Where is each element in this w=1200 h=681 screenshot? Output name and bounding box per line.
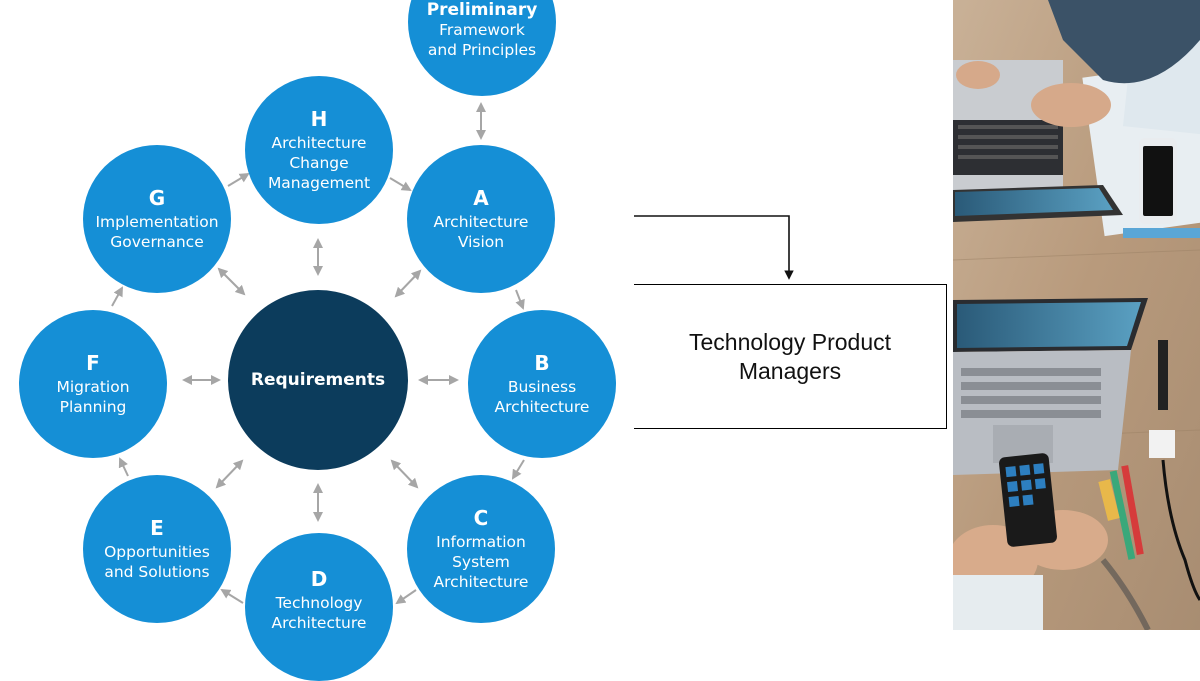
technology-product-managers-box: Technology Product Managers — [634, 284, 947, 429]
arrow-c-to-d — [395, 589, 417, 605]
phase-a: A Architecture Vision — [407, 145, 555, 293]
arrow-e-to-f — [118, 457, 129, 477]
phase-prelim-title: Preliminary — [426, 0, 538, 20]
phase-d-label: Technology Architecture — [271, 594, 367, 632]
phase-h-label: Architecture Change Management — [267, 134, 371, 192]
phase-e: E Opportunities and Solutions — [83, 475, 231, 623]
phase-b-label: Business Architecture — [494, 378, 590, 416]
arrow-req-e — [215, 459, 244, 489]
arrow-b-to-c — [511, 459, 525, 480]
phase-h-letter: H — [310, 107, 328, 131]
arrow-h-to-a — [389, 177, 412, 192]
arrow-req-a — [394, 269, 422, 298]
arrow-d-to-e — [220, 588, 244, 604]
requirements-hub: Requirements — [228, 290, 408, 470]
phase-a-label: Architecture Vision — [433, 213, 529, 251]
phase-a-letter: A — [473, 186, 489, 210]
phase-prelim-label: Framework and Principles — [427, 21, 537, 59]
phase-c-label: Information System Architecture — [433, 533, 529, 591]
requirements-label: Requirements — [250, 370, 386, 390]
phase-c-letter: C — [473, 506, 489, 530]
arrow-a-to-b — [515, 289, 525, 310]
phase-d: D Technology Architecture — [245, 533, 393, 681]
togaf-adm-diagram: Preliminary Framework and Principles H A… — [19, 0, 1200, 681]
phase-g-letter: G — [148, 186, 166, 210]
phase-f: F Migration Planning — [19, 310, 167, 458]
arrow-g-to-h — [227, 172, 250, 187]
phase-f-letter: F — [86, 351, 100, 375]
diagram-arrows — [111, 102, 794, 605]
arrow-req-g — [217, 267, 246, 296]
phase-c: C Information System Architecture — [407, 475, 555, 623]
phase-e-label: Opportunities and Solutions — [104, 543, 210, 581]
callout-connector — [634, 215, 794, 280]
arrow-f-to-g — [111, 286, 123, 307]
phase-h: H Architecture Change Management — [245, 76, 393, 224]
phase-b: B Business Architecture — [468, 310, 616, 458]
team-desk-photo — [953, 0, 1200, 630]
phase-f-label: Migration Planning — [56, 378, 130, 416]
phase-d-letter: D — [310, 567, 328, 591]
phase-e-letter: E — [150, 516, 164, 540]
phase-g-label: Implementation Governance — [95, 213, 219, 251]
arrow-req-c — [390, 459, 419, 489]
phase-g: G Implementation Governance — [83, 145, 231, 293]
phase-b-letter: B — [534, 351, 550, 375]
